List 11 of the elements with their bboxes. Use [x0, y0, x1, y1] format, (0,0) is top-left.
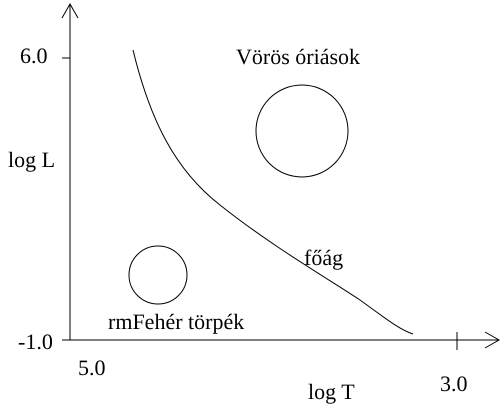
region-label: rmFehér törpék	[108, 310, 244, 334]
star-region-circle	[255, 84, 349, 178]
axis-label: 6.0	[20, 44, 48, 68]
axis-label: log L	[8, 148, 56, 172]
axis-label: főág	[304, 246, 344, 270]
star-region-circle	[128, 245, 188, 305]
axis-label: log T	[308, 380, 355, 404]
axis-label: -1.0	[18, 330, 53, 354]
axis-label: 3.0	[440, 372, 468, 396]
axis-label: 5.0	[78, 356, 106, 380]
region-label: Vörös óriások	[236, 45, 360, 69]
